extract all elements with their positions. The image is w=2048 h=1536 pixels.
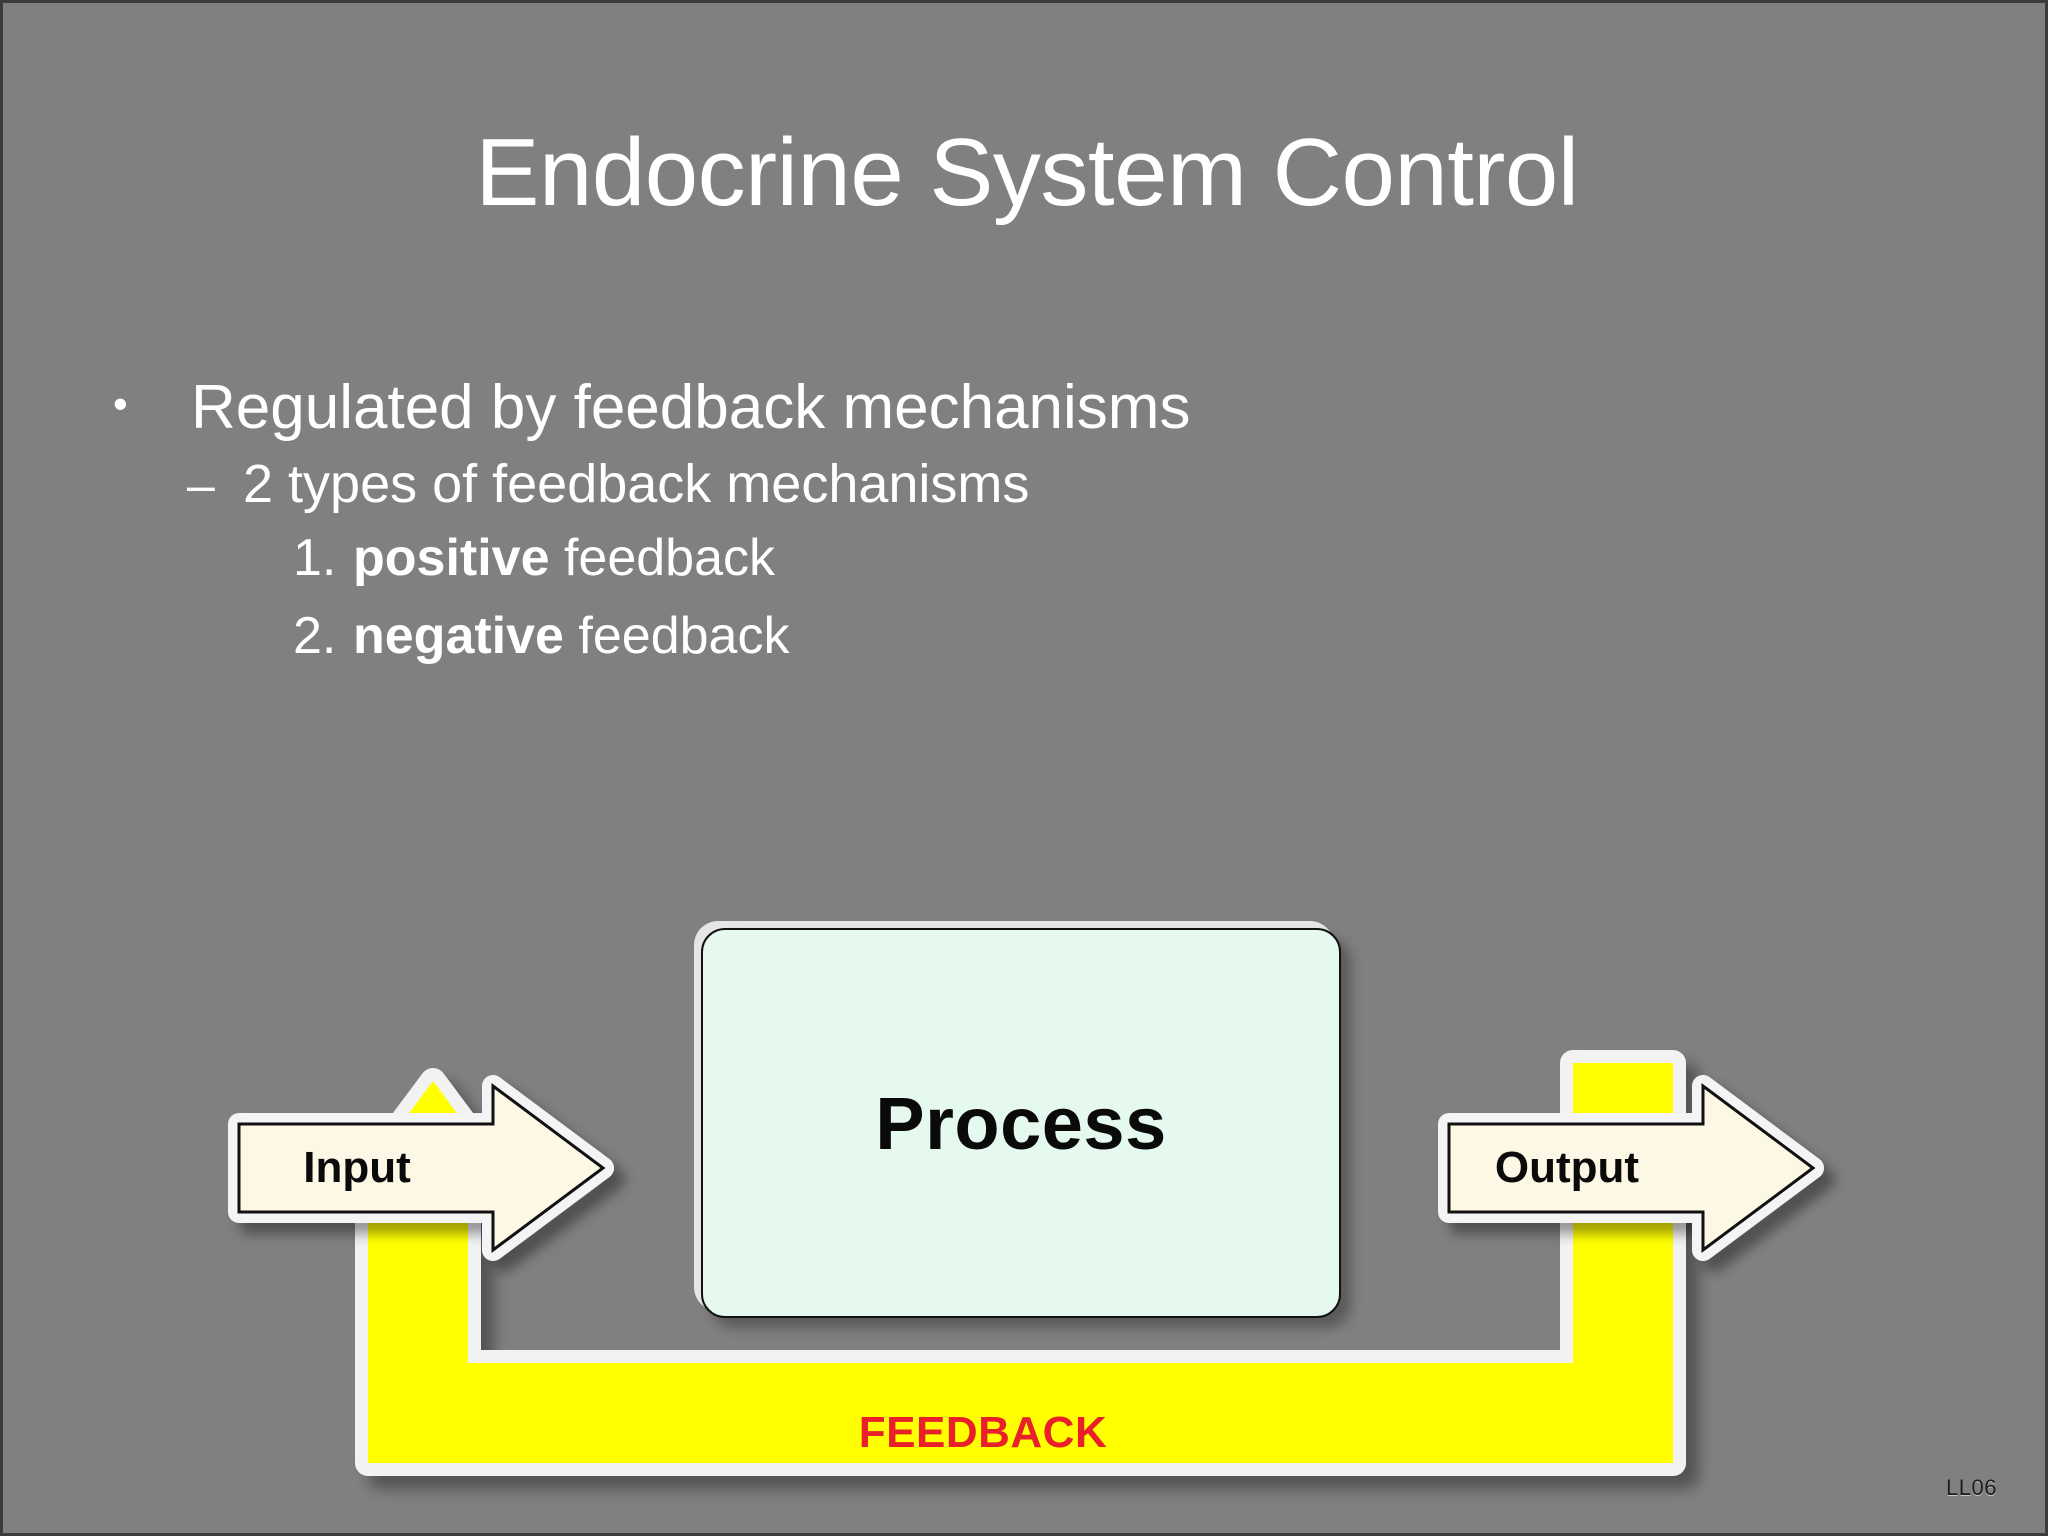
output-arrow-shape [1438,1075,1824,1261]
bullet-text-level3: negative feedback [353,607,789,665]
bullet-text-level1: Regulated by feedback mechanisms [191,373,1191,442]
list-item: 2. negative feedback [293,607,1913,665]
feedback-arrow-body [363,1063,1673,1463]
list-item: – 2 types of feedback mechanisms [187,454,1913,514]
input-arrow-fill [237,1083,606,1253]
bullet-rest-negative: feedback [563,607,790,666]
bullet-text-level2: 2 types of feedback mechanisms [243,454,1030,515]
feedback-loop-diagram: Input Process Output [3,883,2045,1503]
bullet-marker-dot: • [113,380,128,427]
bullet-keyword-positive: positive [353,528,550,587]
bullet-text-level3: positive feedback [353,529,775,587]
bullet-marker-number-2: 2. [293,607,337,666]
process-box-label: Process [875,1081,1167,1165]
bullet-keyword-negative: negative [353,607,564,666]
corner-credit: LL06 [1946,1475,1997,1500]
output-arrow: Output [1431,1075,1824,1261]
bullet-marker-dash: – [187,457,215,514]
page-title: Endocrine System Control [475,119,1579,226]
bullet-marker-number-1: 1. [293,528,337,587]
bullet-rest-positive: feedback [549,528,775,587]
list-item: • Regulated by feedback mechanisms [113,373,1913,442]
list-item: 1. positive feedback [293,529,1913,587]
output-arrow-fill [1447,1083,1816,1253]
feedback-arrow-label: FEEDBACK [858,1408,1108,1457]
input-arrow: Input [221,1075,614,1261]
input-arrow-shape [228,1075,614,1261]
process-box: Process [701,928,1341,1318]
bullet-list: • Regulated by feedback mechanisms – 2 t… [113,373,1913,685]
